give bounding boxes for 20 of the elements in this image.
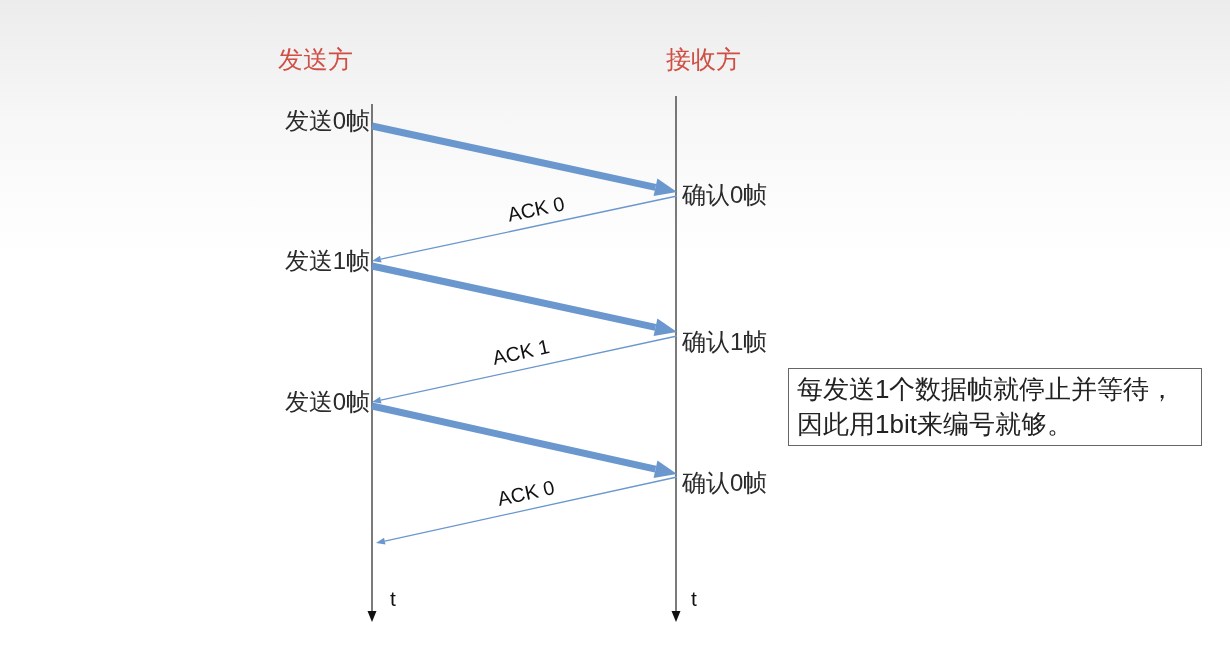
edge-label: ACK 0 [505,191,567,226]
event-label: 确认0帧 [682,467,768,497]
arrow [372,195,678,263]
lane-heading: 接收方 [666,44,741,74]
event-label: 发送0帧 [284,105,370,135]
event-label: 确认0帧 [682,179,768,209]
event-label: 确认1帧 [682,326,768,356]
arrow [372,335,678,404]
arrow [371,122,677,197]
arrow [371,262,677,337]
edge-label: ACK 1 [490,335,552,370]
event-label: 发送1帧 [284,245,370,275]
axis-label: t [390,587,396,611]
arrow [376,476,678,545]
note-box: 每发送1个数据帧就停止并等待，因此用1bit来编号就够。 [788,368,1202,446]
lane-heading: 发送方 [278,44,353,74]
edge-label: ACK 0 [495,475,557,510]
axis-label: t [691,587,697,611]
arrow [371,402,677,478]
event-label: 发送0帧 [284,386,370,416]
